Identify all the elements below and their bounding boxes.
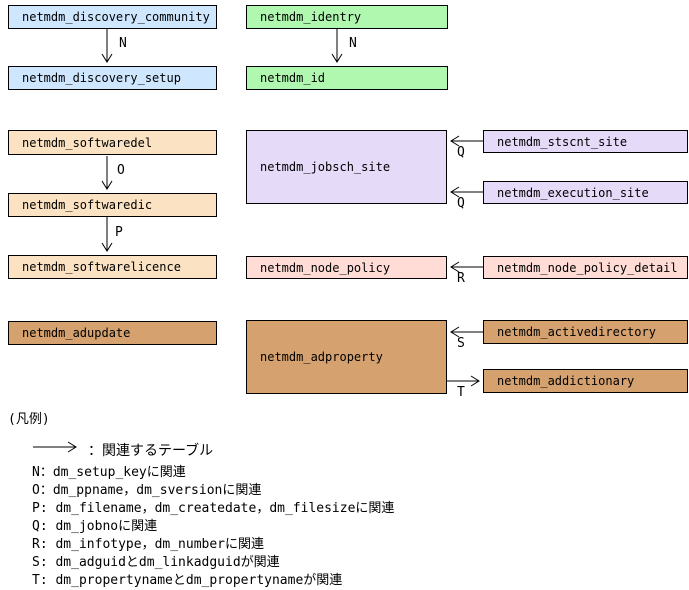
legend-entry-n: N：dm_setup_keyに関連 bbox=[32, 465, 186, 480]
relation-label-s: S bbox=[457, 336, 465, 351]
relation-label-p: P bbox=[115, 225, 123, 240]
legend-entry-r: R: dm_infotype，dm_numberに関連 bbox=[32, 537, 265, 552]
legend-arrow-caption: ：関連するテーブル bbox=[88, 443, 214, 459]
relation-label-n-left: N bbox=[119, 36, 127, 51]
legend-entry-t: T: dm_propertynameとdm_propertynameが関連 bbox=[32, 573, 343, 588]
legend-entry-o: O：dm_ppname，dm_sversionに関連 bbox=[32, 483, 262, 498]
table-box-netmdm-node-policy: netmdm_node_policy bbox=[246, 256, 447, 279]
table-box-netmdm-identry: netmdm_identry bbox=[246, 5, 448, 29]
table-box-netmdm-discovery-setup: netmdm_discovery_setup bbox=[8, 66, 217, 90]
table-box-netmdm-softwaredel: netmdm_softwaredel bbox=[8, 130, 217, 155]
table-box-netmdm-activedirectory: netmdm_activedirectory bbox=[483, 320, 688, 344]
table-box-netmdm-jobsch-site: netmdm_jobsch_site bbox=[246, 130, 447, 204]
table-box-netmdm-adproperty: netmdm_adproperty bbox=[246, 320, 447, 394]
legend-entry-q: Q: dm_jobnoに関連 bbox=[32, 519, 158, 534]
table-box-netmdm-stscnt-site: netmdm_stscnt_site bbox=[483, 130, 688, 153]
relation-label-r: R bbox=[457, 271, 465, 286]
relation-label-q-top: Q bbox=[457, 145, 465, 160]
table-box-netmdm-softwaredic: netmdm_softwaredic bbox=[8, 193, 217, 217]
table-box-netmdm-softwarelicence: netmdm_softwarelicence bbox=[8, 255, 217, 279]
relation-label-t: T bbox=[457, 385, 465, 400]
relation-label-n-right: N bbox=[349, 36, 357, 51]
legend-entry-p: P: dm_filename，dm_createdate，dm_filesize… bbox=[32, 501, 395, 516]
legend-entries: N：dm_setup_keyに関連 O：dm_ppname，dm_sversio… bbox=[32, 464, 394, 590]
table-box-netmdm-execution-site: netmdm_execution_site bbox=[483, 181, 688, 204]
legend-entry-s: S: dm_adguidとdm_linkadguidが関連 bbox=[32, 555, 280, 570]
table-box-netmdm-id: netmdm_id bbox=[246, 66, 448, 90]
legend-title: (凡例) bbox=[8, 412, 50, 427]
table-box-netmdm-node-policy-detail: netmdm_node_policy_detail bbox=[483, 256, 688, 279]
relation-label-o: O bbox=[117, 163, 125, 178]
table-box-netmdm-adupdate: netmdm_adupdate bbox=[8, 321, 217, 345]
table-box-netmdm-addictionary: netmdm_addictionary bbox=[483, 369, 688, 393]
table-box-netmdm-discovery-community: netmdm_discovery_community bbox=[8, 5, 217, 29]
relation-label-q-bottom: Q bbox=[457, 196, 465, 211]
